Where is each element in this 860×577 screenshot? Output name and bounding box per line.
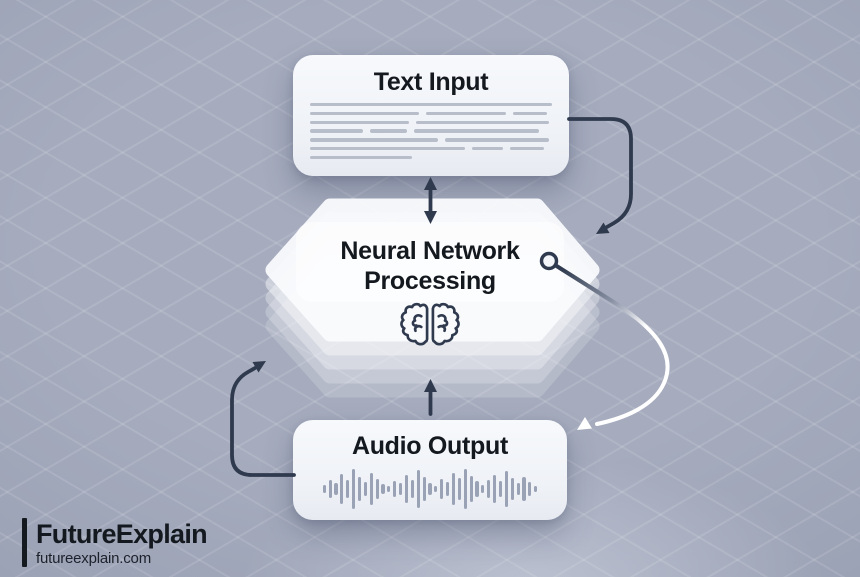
- text-line: [310, 155, 552, 160]
- text-input-title: Text Input: [373, 68, 489, 96]
- arrow-right-loop: [567, 117, 633, 234]
- text-line: [310, 146, 552, 151]
- brain-icon: [400, 302, 460, 346]
- audio-output-card: Audio Output: [293, 420, 567, 520]
- neural-processing-title: Neural Network Processing: [340, 237, 520, 295]
- brand-name: FutureExplain: [36, 519, 208, 549]
- text-line: [310, 111, 552, 116]
- arrow-left-loop: [230, 361, 296, 477]
- text-placeholder-lines: [310, 103, 552, 164]
- hexagon-stack: [273, 206, 592, 390]
- brand-url: futureexplain.com: [36, 550, 151, 567]
- white-arrow-head: [577, 417, 592, 430]
- arrow-up-audio-neural: [424, 379, 437, 416]
- arrow-bidirectional-text-neural: [424, 177, 437, 224]
- text-input-card: Text Input: [293, 55, 569, 176]
- text-line: [310, 138, 552, 142]
- hexagon-highlight: [296, 222, 564, 302]
- logo-bar-icon: [22, 518, 27, 567]
- waveform-icon: [293, 464, 567, 514]
- branding-logo: FutureExplain futureexplain.com: [22, 518, 208, 567]
- arrow-gradient-curve: [539, 251, 670, 430]
- text-line: [310, 103, 552, 107]
- text-line: [310, 129, 552, 133]
- audio-output-title: Audio Output: [351, 432, 509, 460]
- ring-connector-icon: [539, 251, 559, 271]
- text-line: [310, 120, 552, 124]
